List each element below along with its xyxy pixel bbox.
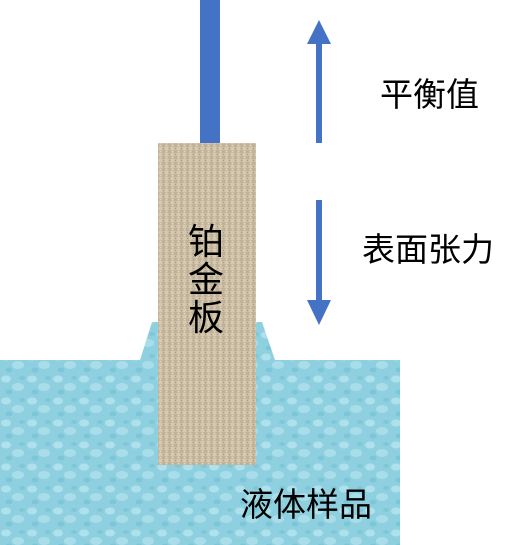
balance-rod: [200, 0, 220, 143]
upward-arrow-icon: [307, 20, 331, 143]
balance-value-label: 平衡值: [380, 75, 479, 114]
surface-tension-label: 表面张力: [362, 230, 494, 269]
liquid-sample-label: 液体样品: [240, 485, 372, 524]
liquid-sample-body: [0, 322, 400, 545]
downward-arrow-icon: [307, 200, 331, 325]
platinum-plate-label: 铂金板: [187, 222, 224, 339]
platinum-plate: [158, 143, 256, 465]
